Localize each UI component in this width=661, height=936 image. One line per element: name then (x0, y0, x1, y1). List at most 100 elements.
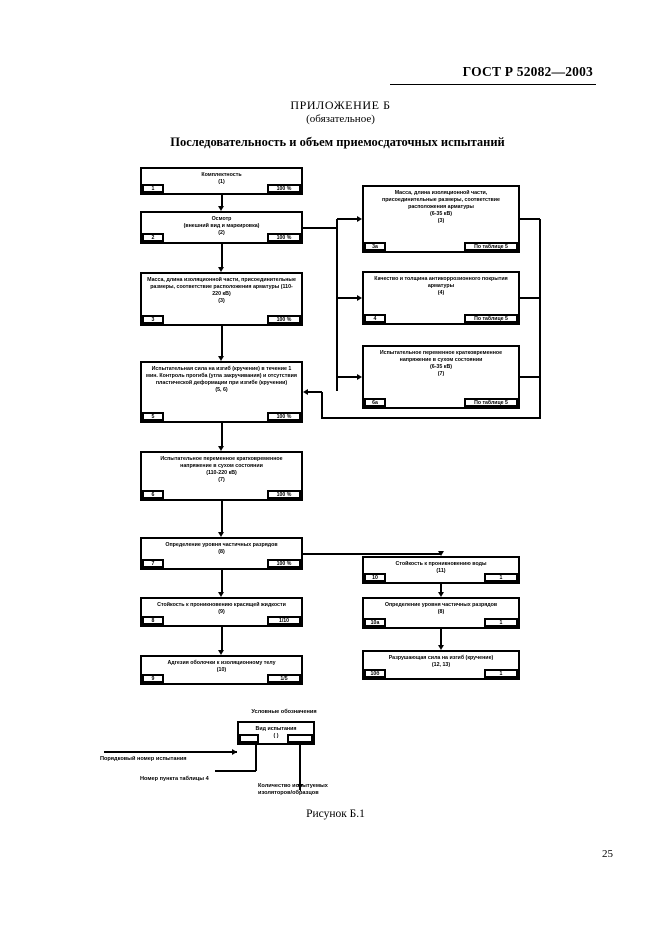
box-quantity: По таблице 5 (464, 398, 518, 407)
flow-box-3а[interactable]: Масса, длина изоляционной части, присоед… (362, 185, 520, 253)
arrow-head (357, 294, 362, 301)
box-quantity: 1/10 (267, 616, 301, 625)
box-quantity: 100 % (267, 412, 301, 421)
flow-box-10б[interactable]: Разрушающая сила на изгиб (кручение)(12,… (362, 650, 520, 680)
box-code: (3) (437, 217, 445, 224)
box-number: 10б (364, 669, 386, 678)
box-number: 9 (142, 674, 164, 683)
arrow-head (232, 748, 237, 755)
flow-box-6[interactable]: Испытательное переменное кратковременное… (140, 451, 303, 501)
flow-box-2[interactable]: Осмотр(внешний вид и маркировка)(2)2 100 … (140, 211, 303, 244)
arrow-head (218, 446, 224, 451)
box-number: 10а (364, 618, 386, 627)
arrow-head (303, 388, 308, 395)
connector-line (303, 226, 337, 229)
connector-line (255, 745, 257, 771)
flow-box-5[interactable]: Испытательная сила на изгиб (кручение) в… (140, 361, 303, 423)
flow-box-8[interactable]: Стойкость к проникновению красящей жидко… (140, 597, 303, 627)
connector-line (440, 584, 442, 592)
box-text: Определение уровня частичных разрядов(8) (142, 539, 301, 556)
box-number: 6 (142, 490, 164, 499)
box-quantity: 1 (484, 618, 518, 627)
box-number: 5 (142, 412, 164, 421)
box-number: 4 (364, 314, 386, 323)
annex-label: ПРИЛОЖЕНИЕ Б (290, 98, 391, 112)
annex-heading: ПРИЛОЖЕНИЕ Б (обязательное) (0, 98, 661, 125)
arrow-head (357, 373, 362, 380)
box-number: 2 (142, 233, 164, 242)
connector-line (220, 326, 223, 356)
connector-line (220, 627, 223, 650)
flow-box-6а[interactable]: Испытательное переменное кратковременное… (362, 345, 520, 409)
legend-label-order-number: Порядковый номер испытания (100, 756, 187, 762)
arrow-head (218, 356, 224, 361)
box-quantity: По таблице 5 (464, 242, 518, 251)
box-number: 7 (142, 559, 164, 568)
box-number: 3 (142, 315, 164, 324)
box-text: Испытательная сила на изгиб (кручение) в… (146, 366, 297, 393)
legend-label-table-item: Номер пункта таблицы 4 (140, 776, 209, 782)
arrow-head (218, 650, 224, 655)
box-quantity: 100 % (267, 233, 301, 242)
arrow-head (218, 592, 224, 597)
annex-kind: (обязательное) (306, 113, 375, 125)
arrow-head (437, 592, 444, 597)
box-quantity: По таблице 5 (464, 314, 518, 323)
box-code: (9) (218, 608, 225, 615)
box-text: Разрушающая сила на изгиб (кручение)(12,… (364, 652, 518, 669)
box-text: Адгезия оболочки к изоляционному телу(10… (142, 657, 301, 674)
box-text: Испытательное переменное кратковременное… (142, 453, 301, 484)
flow-box-4[interactable]: Качество и толщина антикоррозионного пок… (362, 271, 520, 325)
connector-line (520, 218, 540, 220)
box-text: Испытательное переменное кратковременное… (364, 347, 518, 378)
box-code: (4) (437, 289, 445, 296)
box-text: Масса, длина изоляционной части, присоед… (147, 277, 296, 304)
connector-line (520, 297, 540, 299)
box-code: (2) (218, 229, 225, 236)
box-text: Качество и толщина антикоррозионного пок… (364, 273, 518, 297)
page-number: 25 (602, 848, 613, 860)
legend-sample-box[interactable]: Вид испытания( ) (237, 721, 315, 745)
box-text: Вид испытания( ) (239, 723, 313, 740)
figure-caption: Рисунок Б.1 (306, 808, 365, 820)
connector-line (337, 297, 357, 299)
arrow-head (357, 215, 362, 222)
connector-line (104, 751, 237, 753)
connector-line (539, 219, 541, 419)
box-number: 6а (364, 398, 386, 407)
box-code: (5, 6) (215, 386, 228, 393)
box-text: Стойкость к проникновению красящей жидко… (142, 599, 301, 616)
box-quantity: 100 % (267, 559, 301, 568)
box-number: 1 (142, 184, 164, 193)
box-quantity (287, 734, 313, 743)
box-number: 3а (364, 242, 386, 251)
arrow-head (437, 645, 444, 650)
flow-box-7[interactable]: Определение уровня частичных разрядов(8)… (140, 537, 303, 570)
box-code: (11) (436, 567, 446, 574)
box-code: (7) (218, 476, 225, 483)
connector-line (220, 244, 223, 267)
figure-title: Последовательность и объем приемосдаточн… (170, 135, 505, 149)
flow-box-3[interactable]: Масса, длина изоляционной части, присоед… (140, 272, 303, 326)
connector-line (322, 417, 540, 419)
standard-header: ГОСТ Р 52082—2003 (462, 64, 593, 79)
box-text: Осмотр(внешний вид и маркировка)(2) (142, 213, 301, 237)
box-code: (8) (437, 608, 445, 615)
box-text: Стойкость к проникновению воды(11) (364, 558, 518, 575)
box-number: 10 (364, 573, 386, 582)
box-number: 8 (142, 616, 164, 625)
connector-line (220, 195, 223, 206)
flow-box-9[interactable]: Адгезия оболочки к изоляционному телу(10… (140, 655, 303, 685)
connector-line (440, 629, 442, 645)
box-text: Масса, длина изоляционной части, присоед… (364, 187, 518, 225)
flow-box-10а[interactable]: Определение уровня частичных разрядов(8)… (362, 597, 520, 629)
box-text: Определение уровня частичных разрядов(8) (364, 599, 518, 616)
box-code: (8) (218, 548, 225, 555)
box-text: Комплектность(1) (142, 169, 301, 186)
connector-line (321, 392, 323, 419)
connector-line (308, 391, 322, 393)
